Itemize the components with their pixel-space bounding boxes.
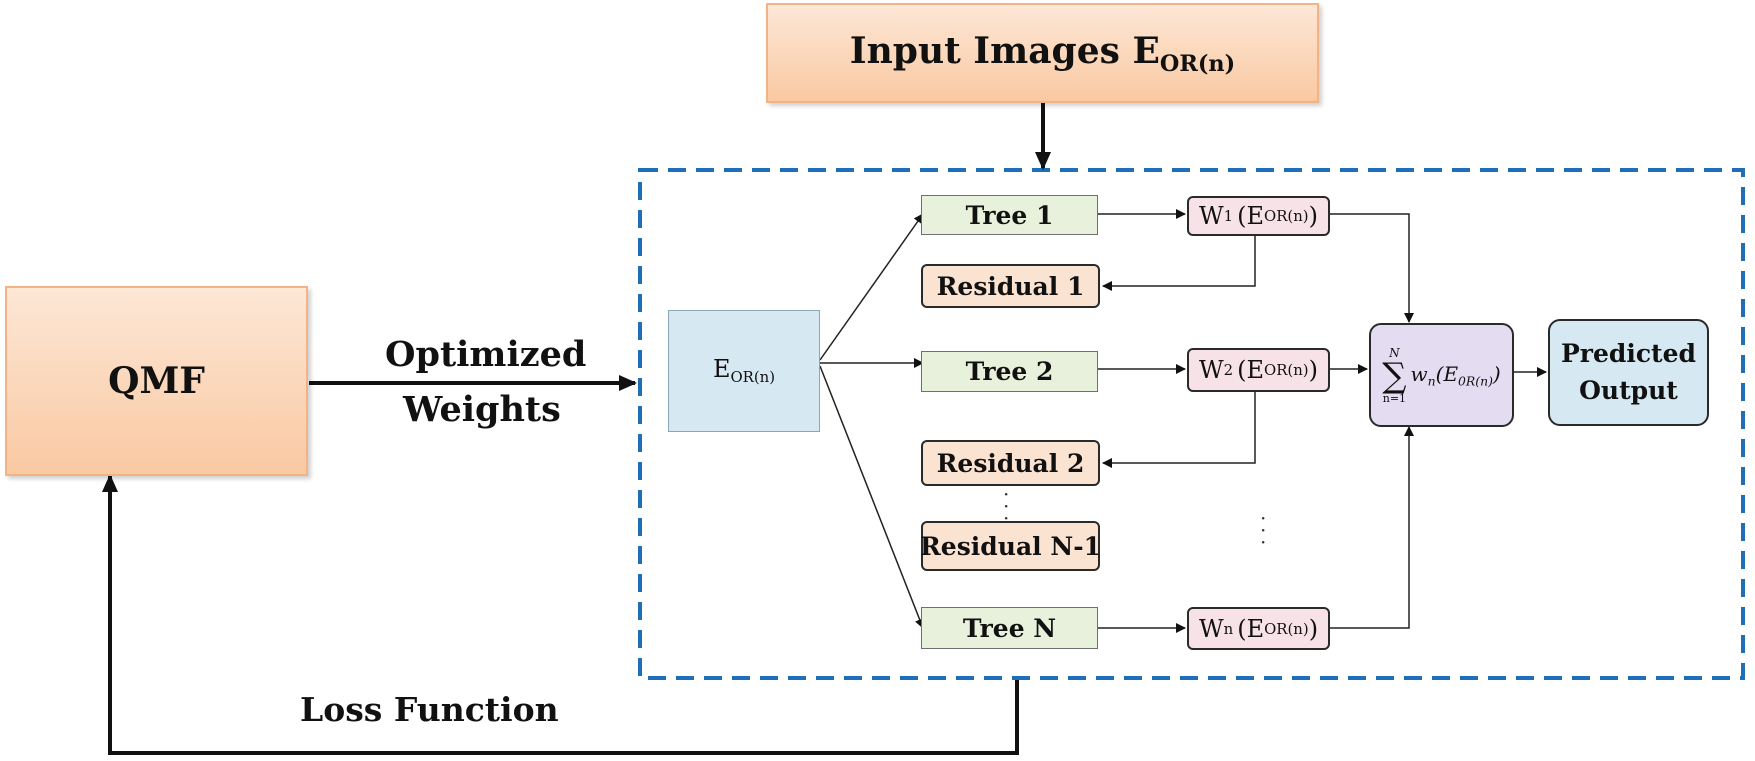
arrow-w1-to-residual1 xyxy=(1102,236,1256,291)
loss-function-label: Loss Function xyxy=(300,690,559,729)
arrow-w2-to-residual2 xyxy=(1102,392,1256,468)
arrow-wn-to-sum xyxy=(1330,426,1414,629)
weights-label: Weights xyxy=(403,389,561,430)
arrow-eor-to-tree1 xyxy=(819,213,924,361)
residual-ellipsis: ··· xyxy=(1003,482,1010,530)
arrow-eor-to-treeN xyxy=(819,365,925,629)
predicted-output-node: Predicted Output xyxy=(1548,319,1709,426)
input-images-label: Input Images EOR(n) xyxy=(849,29,1236,77)
sigma-symbol: N ∑ n=1 xyxy=(1382,345,1407,405)
model-dashed-boundary xyxy=(638,168,1745,680)
summation-term: wn(E0R(n)) xyxy=(1410,361,1501,389)
residual-1-node: Residual 1 xyxy=(921,264,1100,308)
eor-node: EOR(n) xyxy=(668,310,820,432)
residual-n-1-node: Residual N-1 xyxy=(920,521,1101,571)
predicted-label: Predicted xyxy=(1560,339,1696,369)
qmf-box: QMF xyxy=(5,286,308,476)
eor-label: EOR(n) xyxy=(712,355,776,387)
optimized-label: Optimized xyxy=(385,334,587,375)
tree-2-node: Tree 2 xyxy=(921,351,1098,392)
weight-ellipsis: ··· xyxy=(1260,506,1267,554)
arrow-loss-function xyxy=(102,474,1019,755)
residual-2-node: Residual 2 xyxy=(921,440,1100,486)
arrow-w1-to-sum xyxy=(1330,213,1414,323)
input-images-box: Input Images EOR(n) xyxy=(766,3,1319,103)
summation-node: N ∑ n=1 wn(E0R(n)) xyxy=(1369,323,1514,427)
tree-n-node: Tree N xyxy=(921,607,1098,649)
output-label: Output xyxy=(1579,375,1678,405)
qmf-label: QMF xyxy=(108,360,205,402)
tree-1-node: Tree 1 xyxy=(921,195,1098,235)
